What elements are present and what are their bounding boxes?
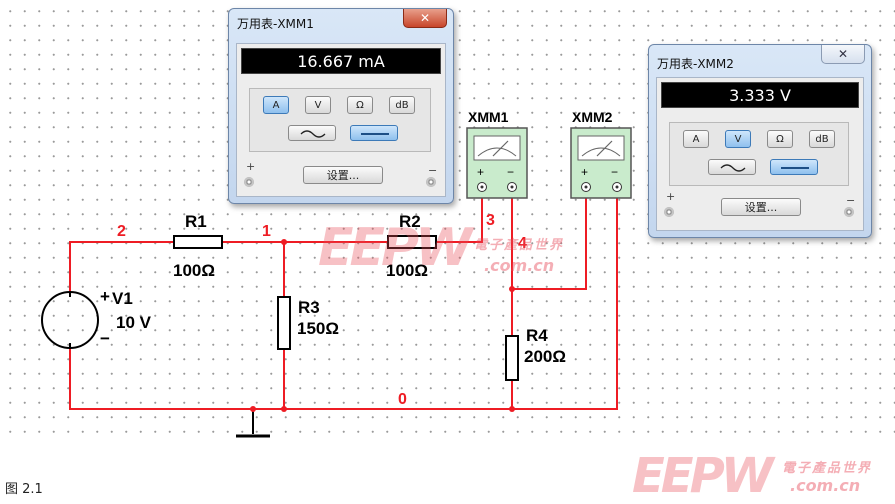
v1-plus: + [100, 287, 110, 306]
close-icon: ✕ [837, 47, 849, 61]
eepw-footer-logo: EEPW [632, 448, 774, 504]
node-label-3: 3 [486, 212, 495, 229]
xmm2-mode-ammeter-button[interactable]: A [683, 130, 709, 148]
circuit-diagram: + V1 10 V − R1 100Ω R2 100Ω R3 150Ω R4 2… [41, 109, 632, 438]
xmm2-window-title: 万用表-XMM2 [657, 57, 734, 71]
r2-name: R2 [399, 212, 421, 231]
junction-dot [281, 239, 287, 245]
junction-dot [281, 406, 287, 412]
xmm2-dc-button[interactable] [770, 159, 818, 175]
xmm2-plus-label: + [666, 190, 676, 203]
junction-dot [509, 406, 515, 412]
v1-name: V1 [112, 289, 133, 308]
r4-value: 200Ω [524, 347, 566, 366]
r1-value: 100Ω [173, 261, 215, 280]
voltage-source-v1[interactable]: + V1 10 V − [41, 287, 152, 349]
resistor-r3[interactable]: R3 150Ω [277, 296, 339, 350]
v1-minus: − [100, 329, 110, 348]
xmm2-settings-button[interactable]: 设置... [721, 198, 801, 216]
r3-value: 150Ω [297, 319, 339, 338]
xmm1-mode-ohmmeter-button[interactable]: Ω [347, 96, 373, 114]
xmm1-control-panel: A V Ω dB [249, 88, 431, 152]
xmm1-ac-button[interactable] [288, 125, 336, 141]
wire-node-3 [436, 194, 483, 243]
eepw-watermark-chinese: 電子產品世界 [474, 238, 565, 253]
v1-value: 10 V [116, 313, 152, 332]
xmm1-mode-decibel-button[interactable]: dB [389, 96, 415, 114]
xmm1-reading-display: 16.667 mA [241, 48, 441, 74]
xmm2-window[interactable]: 万用表-XMM2 ✕ 3.333 V A V Ω dB 设置... + − [648, 44, 872, 238]
xmm2-minus-label: − [611, 165, 618, 179]
xmm1-dc-button[interactable] [350, 125, 398, 141]
close-icon: ✕ [419, 11, 431, 25]
r1-name: R1 [185, 212, 207, 231]
xmm1-minus-jack[interactable] [426, 177, 436, 187]
node-label-4: 4 [518, 235, 527, 252]
sine-wave-icon [720, 164, 746, 172]
xmm1-label: XMM1 [468, 109, 509, 125]
wires [69, 194, 618, 434]
xmm2-window-body: 3.333 V A V Ω dB 设置... + − [656, 77, 864, 231]
xmm2-ac-button[interactable] [708, 159, 756, 175]
xmm2-label: XMM2 [572, 109, 613, 125]
xmm1-window-body: 16.667 mA A V Ω dB 设置... + − [236, 43, 446, 197]
dc-line-icon [781, 167, 809, 169]
xmm1-minus-label: − [507, 165, 514, 179]
resistor-r1[interactable]: R1 100Ω [173, 212, 223, 280]
eepw-footer-chinese: 電子產品世界 [782, 461, 873, 476]
r2-value: 100Ω [386, 261, 428, 280]
xmm1-plus-label: + [477, 165, 484, 179]
xmm1-window[interactable]: 万用表-XMM1 ✕ 16.667 mA A V Ω dB 设置... + − [228, 8, 454, 204]
xmm2-mode-voltmeter-button[interactable]: V [725, 130, 751, 148]
junction-dot [250, 406, 256, 412]
xmm2-mode-ohmmeter-button[interactable]: Ω [767, 130, 793, 148]
eepw-watermark-domain: .com.cn [484, 256, 555, 275]
node-label-1: 1 [262, 223, 271, 240]
xmm2-mode-decibel-button[interactable]: dB [809, 130, 835, 148]
xmm2-reading-display: 3.333 V [661, 82, 859, 108]
sine-wave-icon [300, 130, 326, 138]
schematic-canvas[interactable]: + V1 10 V − R1 100Ω R2 100Ω R3 150Ω R4 2… [0, 0, 895, 445]
dc-line-icon [361, 133, 389, 135]
wire-node-0 [69, 349, 512, 410]
resistor-r2[interactable]: R2 100Ω [386, 212, 437, 280]
xmm1-mode-ammeter-button[interactable]: A [263, 96, 289, 114]
resistor-r4[interactable]: R4 200Ω [505, 326, 566, 381]
xmm1-instrument[interactable]: XMM1 + − [466, 109, 528, 199]
r4-name: R4 [526, 326, 548, 345]
xmm1-plus-jack[interactable] [244, 177, 254, 187]
xmm1-window-title: 万用表-XMM1 [237, 17, 314, 31]
eepw-footer-domain: .com.cn [790, 476, 861, 495]
wire-node-2 [69, 241, 174, 291]
xmm1-mode-voltmeter-button[interactable]: V [305, 96, 331, 114]
xmm1-close-button[interactable]: ✕ [403, 9, 447, 28]
xmm2-control-panel: A V Ω dB [669, 122, 849, 186]
xmm2-instrument[interactable]: XMM2 + − [570, 109, 632, 199]
figure-caption: 图 2.1 [5, 482, 43, 497]
wire-xmm2-plus [512, 194, 587, 290]
xmm2-plus-jack[interactable] [664, 207, 674, 217]
xmm1-minus-label: − [428, 164, 438, 177]
wire-xmm2-minus [512, 194, 618, 410]
node-label-2: 2 [117, 223, 126, 240]
node-label-0: 0 [398, 391, 407, 408]
xmm2-close-button[interactable]: ✕ [821, 45, 865, 64]
xmm2-plus-label: + [581, 165, 588, 179]
xmm1-settings-button[interactable]: 设置... [303, 166, 383, 184]
r3-name: R3 [298, 298, 320, 317]
xmm1-plus-label: + [246, 160, 256, 173]
junction-dot [509, 286, 515, 292]
xmm2-minus-jack[interactable] [844, 207, 854, 217]
xmm2-minus-label: − [846, 194, 856, 207]
eepw-watermark-logo: EEPW [318, 218, 473, 278]
